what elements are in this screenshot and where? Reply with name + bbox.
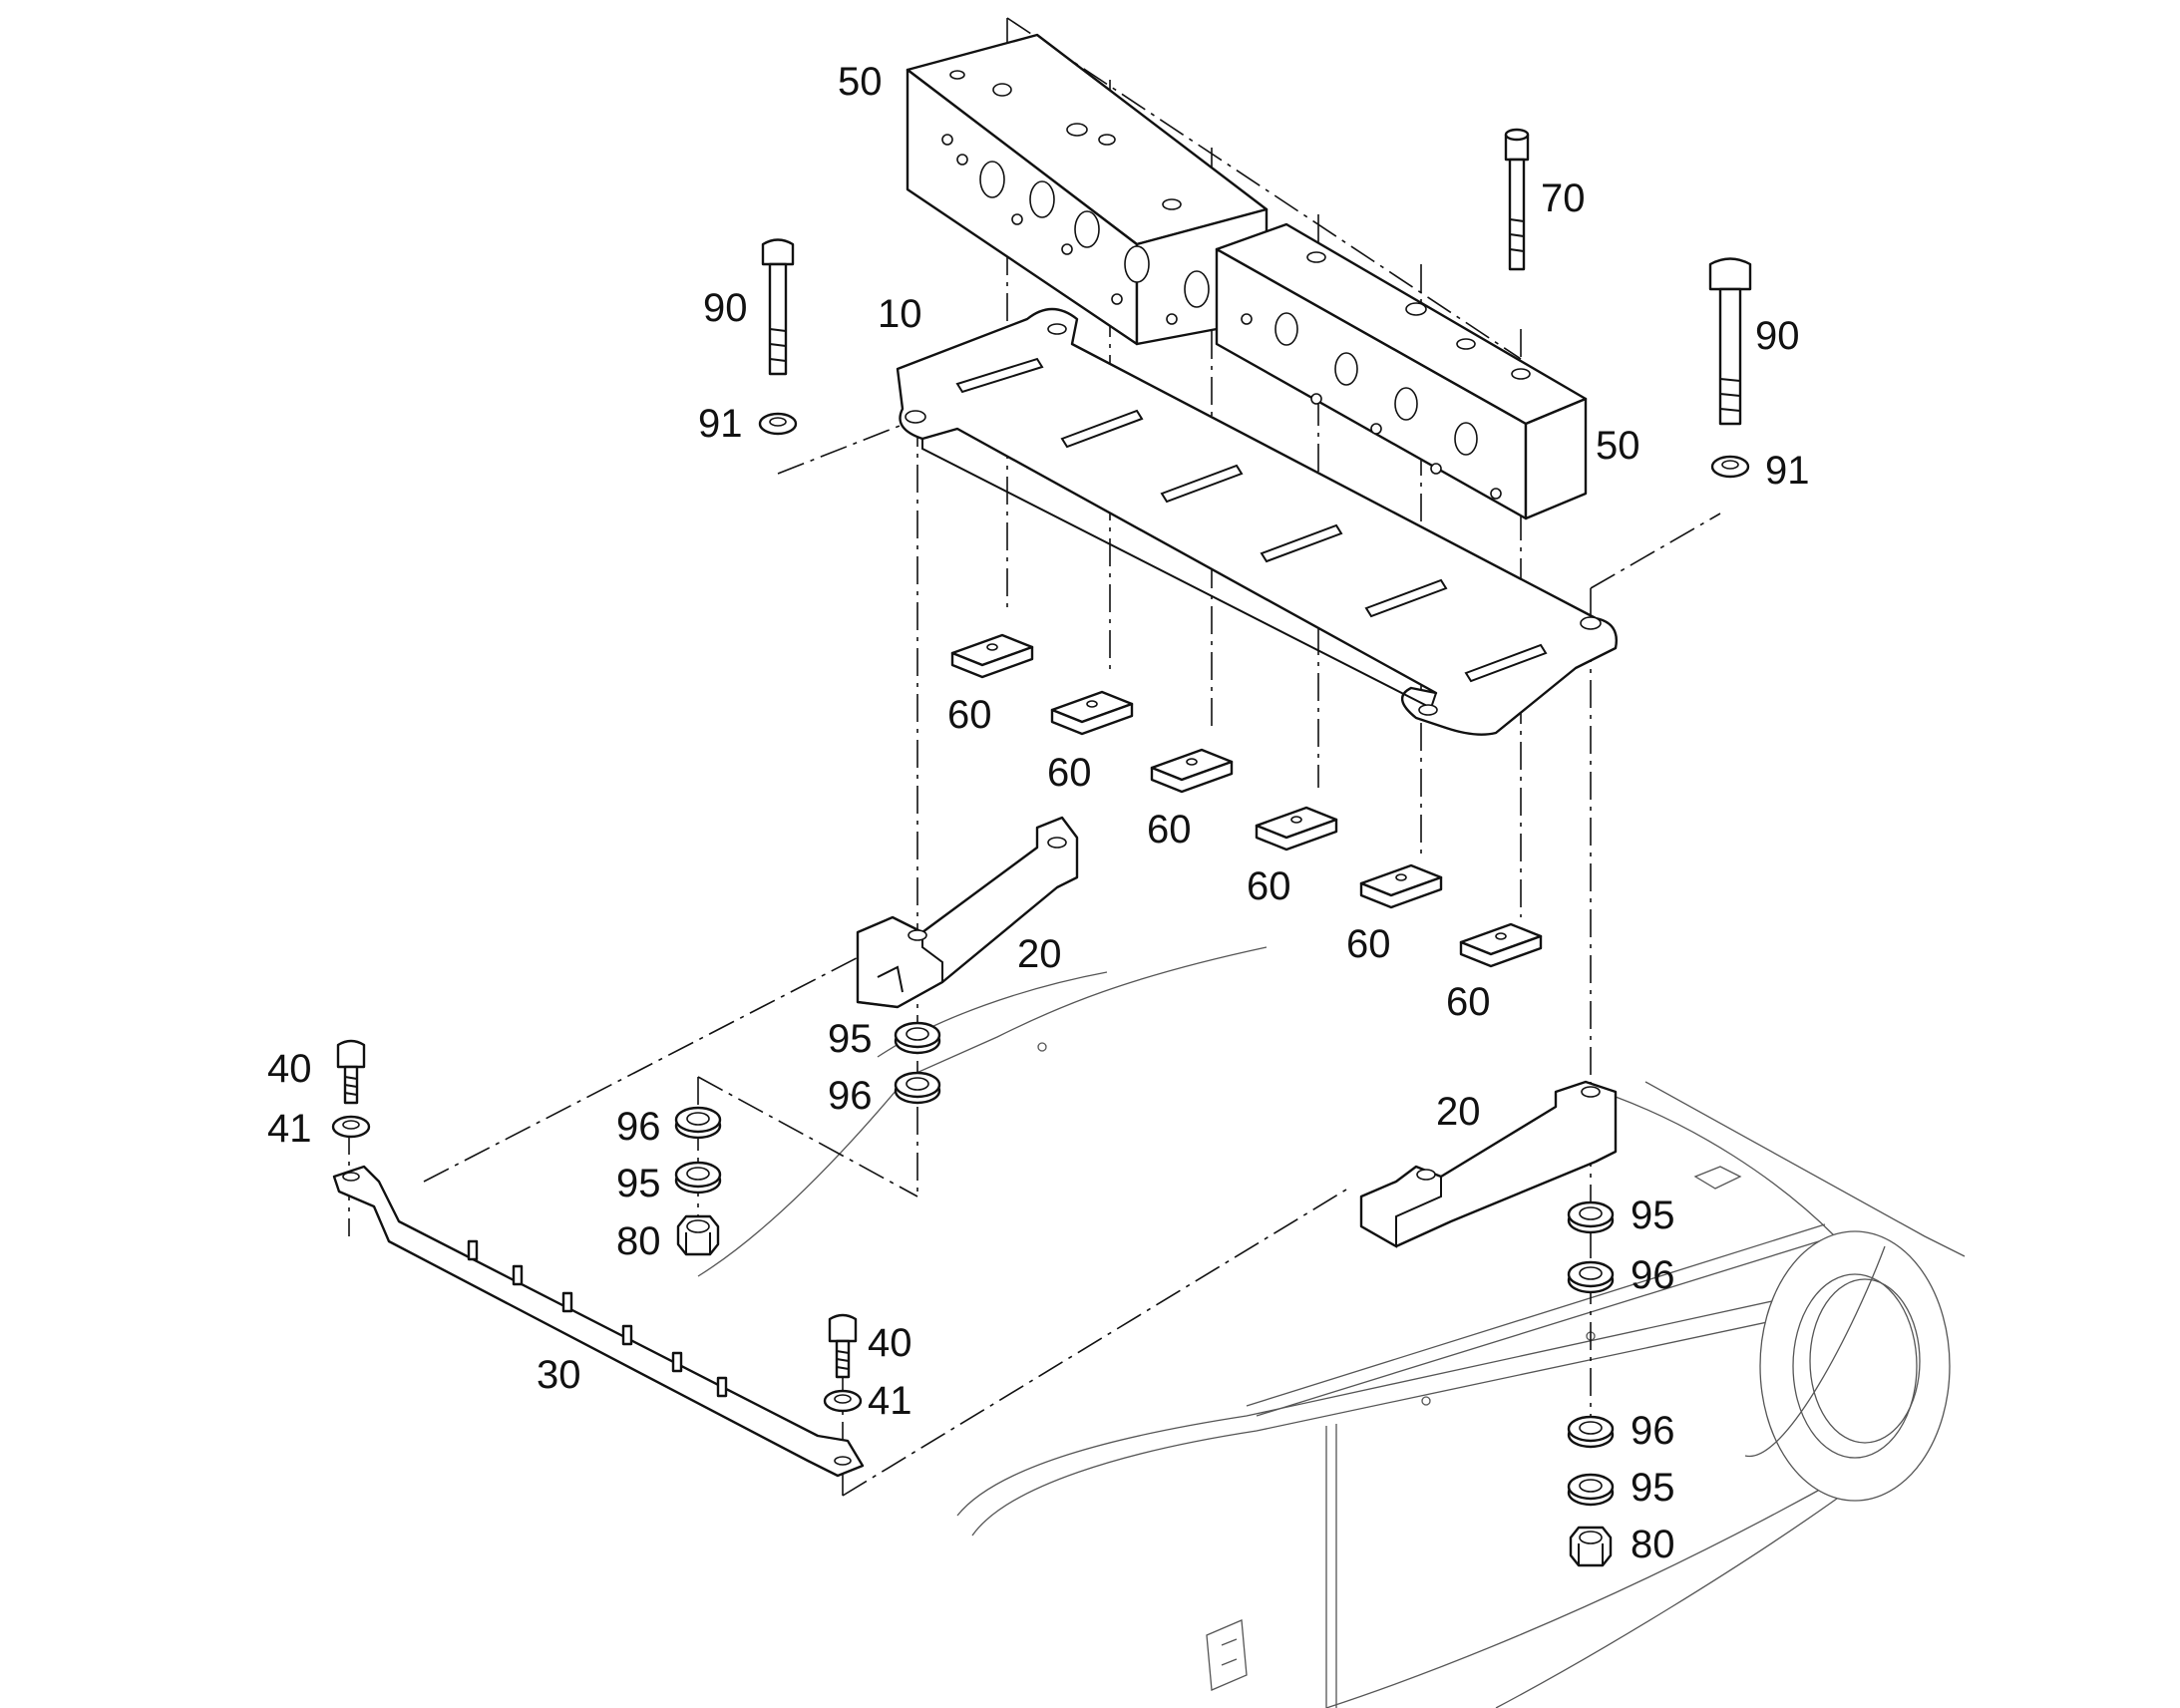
callout-10: 10 bbox=[878, 292, 922, 336]
bush-96-a bbox=[894, 1071, 941, 1105]
callout-96-d: 96 bbox=[1631, 1409, 1675, 1453]
callout-95-d: 95 bbox=[1631, 1466, 1675, 1510]
callout-95-b: 95 bbox=[616, 1162, 661, 1205]
callout-60-2: 60 bbox=[1047, 751, 1092, 795]
callout-41-left: 41 bbox=[267, 1107, 312, 1151]
callout-91-left: 91 bbox=[698, 402, 743, 446]
callout-91-right: 91 bbox=[1765, 449, 1810, 493]
callout-40-left: 40 bbox=[267, 1047, 312, 1091]
bush-95-a bbox=[894, 1021, 941, 1055]
callout-95-a: 95 bbox=[828, 1017, 873, 1061]
bush-95-d bbox=[1567, 1473, 1615, 1507]
callout-96-a: 96 bbox=[828, 1074, 873, 1118]
callout-40-right: 40 bbox=[868, 1321, 912, 1365]
callout-96-b: 96 bbox=[616, 1105, 661, 1149]
callout-80-a: 80 bbox=[616, 1219, 661, 1263]
cap-screw bbox=[1504, 128, 1530, 271]
callout-50-lower: 50 bbox=[1596, 424, 1640, 468]
callout-60-6: 60 bbox=[1446, 980, 1491, 1024]
callout-96-c: 96 bbox=[1631, 1253, 1675, 1297]
callout-60-3: 60 bbox=[1147, 808, 1192, 852]
bolt-40-left bbox=[336, 1039, 366, 1105]
washer-left bbox=[758, 412, 798, 436]
spacer-2 bbox=[1050, 690, 1134, 736]
support-bar bbox=[332, 1165, 865, 1478]
washer-41-right bbox=[823, 1389, 863, 1413]
callout-41-right: 41 bbox=[868, 1379, 912, 1423]
bracket-left bbox=[856, 816, 1079, 1009]
callout-80-b: 80 bbox=[1631, 1523, 1675, 1566]
callout-70: 70 bbox=[1541, 176, 1586, 220]
spacer-4 bbox=[1255, 806, 1338, 852]
callout-95-c: 95 bbox=[1631, 1194, 1675, 1237]
spacer-3 bbox=[1150, 748, 1234, 794]
callout-60-1: 60 bbox=[947, 693, 992, 737]
callout-labels: 50 50 70 10 90 90 91 91 60 60 60 60 60 6… bbox=[267, 60, 1810, 1566]
callout-20-right: 20 bbox=[1436, 1090, 1481, 1134]
callout-30: 30 bbox=[537, 1353, 581, 1397]
washer-right bbox=[1710, 455, 1750, 479]
bush-95-b bbox=[674, 1161, 722, 1195]
bolt-40-right bbox=[828, 1313, 858, 1379]
spacer-1 bbox=[950, 633, 1034, 679]
callout-90-left: 90 bbox=[703, 286, 748, 330]
bolt-left bbox=[761, 238, 795, 376]
callout-60-4: 60 bbox=[1247, 864, 1291, 908]
bolt-right bbox=[1708, 257, 1752, 426]
bush-95-c bbox=[1567, 1200, 1615, 1234]
valve-block-upper bbox=[906, 33, 1269, 346]
bush-96-c bbox=[1567, 1260, 1615, 1294]
spacer-5 bbox=[1359, 863, 1443, 909]
nut-80-b bbox=[1569, 1526, 1613, 1567]
callout-90-right: 90 bbox=[1755, 314, 1800, 358]
bush-96-d bbox=[1567, 1415, 1615, 1449]
washer-41-left bbox=[331, 1115, 371, 1139]
callout-20-left: 20 bbox=[1017, 932, 1062, 976]
bush-96-b bbox=[674, 1106, 722, 1140]
valve-block-lower bbox=[1215, 222, 1588, 520]
spacer-6 bbox=[1459, 922, 1543, 968]
callout-50-upper: 50 bbox=[838, 60, 883, 104]
mounting-plate bbox=[896, 307, 1618, 736]
callout-60-5: 60 bbox=[1346, 922, 1391, 966]
nut-80-a bbox=[676, 1214, 720, 1256]
bracket-right bbox=[1359, 1080, 1618, 1248]
